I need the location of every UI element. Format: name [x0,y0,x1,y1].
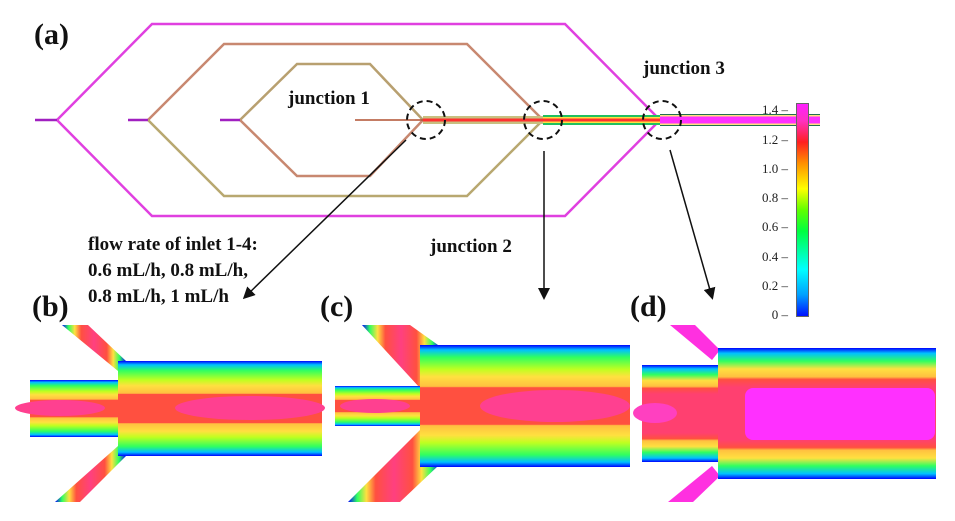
junction-3-label: junction 3 [643,58,725,79]
inner-channel [220,62,424,178]
colorbar-tick-label: 0.2 – [762,277,788,293]
flow-rate-line-3: 0.8 mL/h, 1 mL/h [88,286,229,307]
colorbar-tick-label: 0.6 – [762,219,788,235]
channel-network-schematic [35,22,820,300]
arrow-junction-3 [669,149,716,300]
arrow-junction-1 [242,139,407,300]
junction-2-label: junction 2 [430,236,512,257]
junction-1-label: junction 1 [288,88,370,109]
panel-label-d: (d) [630,290,667,323]
middle-channel [128,42,544,198]
panel-label-b: (b) [32,290,69,323]
contour-panel-b [15,325,325,502]
flow-rate-annotation: flow rate of inlet 1-4: 0.6 mL/h, 0.8 mL… [88,232,258,310]
junction-2-marker[interactable] [523,100,563,140]
colorbar-tick-label: 1.0 – [762,160,788,176]
flow-rate-line-2: 0.6 mL/h, 0.8 mL/h, [88,260,248,281]
contour-panel-c [335,325,630,502]
contour-panel-d [633,325,936,502]
colorbar-tick-label: 1.2 – [762,131,788,147]
main-channel [423,114,820,126]
junction-1-marker[interactable] [406,100,446,140]
colorbar [796,103,809,317]
colorbar-tick-label: 0.4 – [762,248,788,264]
colorbar-tick-label: 0 – [771,307,788,322]
panel-label-a: (a) [34,18,69,51]
colorbar-tick-label: 0.8 – [762,190,788,206]
panel-label-c: (c) [320,290,354,323]
junction-3-marker[interactable] [642,100,682,140]
flow-rate-line-1: flow rate of inlet 1-4: [88,234,258,255]
colorbar-tick-label: 1.4 – [762,102,788,118]
